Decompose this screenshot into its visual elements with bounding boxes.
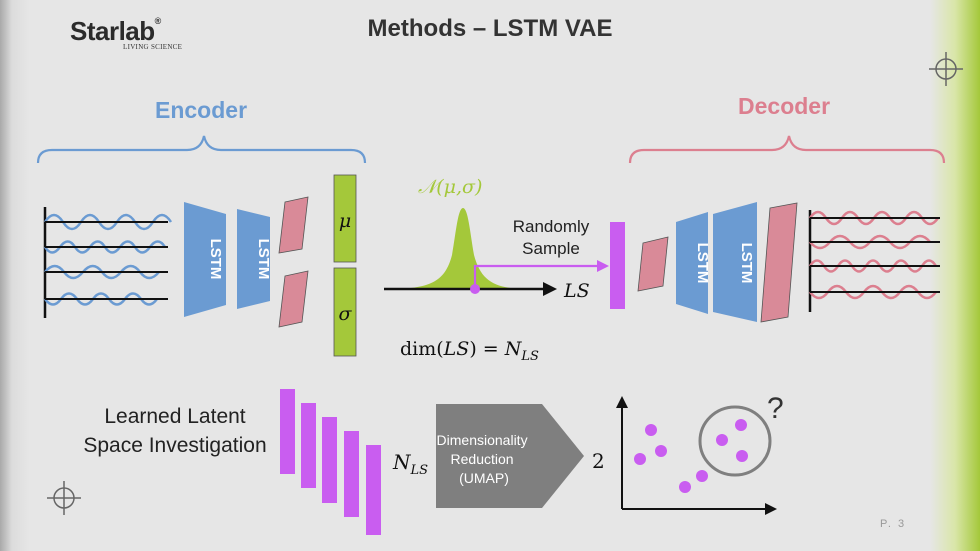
encoder-dense-sigma [278,270,309,328]
logo-text: Starlab [70,16,155,46]
encoder-lstm-2: LSTM [237,209,272,309]
sigma-label: σ [339,303,353,325]
encoder-brace [36,135,367,164]
page-title: Methods – LSTM VAE [367,15,613,42]
sample-path [473,264,598,289]
decoder-lstm-1: LSTM [676,212,711,314]
question-mark: ? [767,392,784,425]
logo: Starlab® [70,16,161,47]
scatter-point [645,424,657,436]
sample-line2: Sample [522,239,580,258]
randomly-sample-label: Randomly Sample [505,216,597,260]
scatter-point [655,445,667,457]
logo-registered: ® [154,16,162,26]
mu-block [333,174,357,263]
logo-subtitle: LIVING SCIENCE [123,43,183,51]
crosshair-icon [47,481,81,515]
output-signals [808,210,940,312]
sample-line1: Randomly [512,217,590,236]
latent-investigation-label: Learned Latent Space Investigation [70,402,280,460]
distribution-label: 𝒩(μ,σ) [418,176,482,198]
decoder-dense-1 [637,236,669,292]
decoder-label: Decoder [738,93,831,119]
decoder-lstm-2: LSTM [713,202,757,322]
encoder-dense-mu [278,196,309,254]
scatter-point [716,434,728,446]
encoder-lstm-1: LSTM [184,202,226,317]
scatter-point [634,453,646,465]
learned-line1: Learned Latent [104,405,246,428]
crosshair-icon [929,52,963,86]
gaussian-curve [388,208,528,289]
decoder-brace [628,135,946,164]
page-number: P. 3 [880,518,907,530]
encoder-label: Encoder [155,97,248,123]
decoder-lstm-2-label: LSTM [738,243,755,284]
ls-axis-label: LS [563,280,590,302]
dimension-formula: dim(LS) = NLS [400,338,539,364]
cluster-circle [698,405,772,477]
dimensionality-reduction-block [436,404,584,508]
latent-vectors-stack [280,389,381,535]
sigma-block [333,267,357,357]
mu-label: μ [339,210,351,232]
reduction-text: Dimensionality Reduction (UMAP) [437,432,532,486]
scatter-point [679,481,691,493]
decoder-dense-2 [760,202,798,323]
encoder-lstm-2-label: LSTM [255,239,272,280]
encoder-lstm-1-label: LSTM [207,239,224,280]
decoder-lstm-1-label: LSTM [694,243,711,284]
scatter-point [735,419,747,431]
input-signals [43,207,173,318]
output-dimension: 2 [592,449,605,473]
latent-sample-vector [610,222,625,309]
scatter-point [736,450,748,462]
learned-line2: Space Investigation [83,434,267,457]
sample-arrow [597,260,609,272]
latent-axis-arrow [543,282,557,296]
scatter-plot: ? [616,392,784,515]
scatter-point [696,470,708,482]
n-ls-label: NLS [392,450,428,478]
